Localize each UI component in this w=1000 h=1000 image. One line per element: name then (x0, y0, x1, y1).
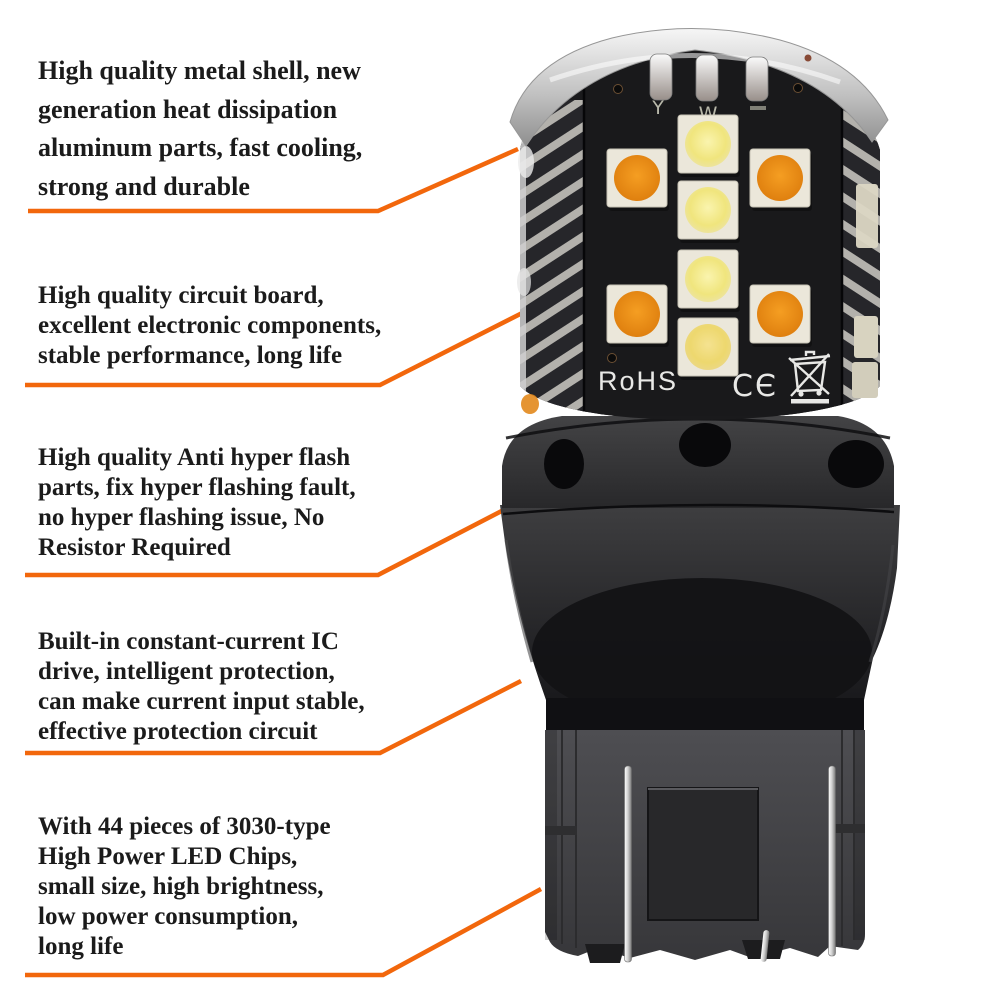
solder-pads (649, 53, 769, 102)
white-led-emitter (685, 187, 731, 233)
solder-pad (745, 56, 769, 102)
side-led-glint (517, 268, 531, 296)
callout-line-metal-shell (28, 146, 519, 214)
white-led-emitter (685, 256, 731, 302)
base-contact-pins (624, 765, 836, 963)
metal-shell-dome (509, 28, 889, 147)
solder-pad (695, 54, 719, 102)
callout-line-ic-drive (25, 678, 523, 756)
feature-line: generation heat dissipation (38, 94, 338, 124)
feature-line: aluminum parts, fast cooling, (38, 133, 363, 162)
contact-pin-stub (760, 930, 770, 962)
feature-text-led-chips: With 44 pieces of 3030-type High Power L… (38, 812, 331, 962)
pcb-screw-holes (607, 83, 803, 363)
collar-vent-hole (544, 439, 584, 489)
feature-line: High quality metal shell, new (38, 56, 361, 85)
feature-line: Resistor Required (38, 534, 231, 561)
feature-text-ic-drive: Built-in constant-current IC drive, inte… (38, 627, 365, 747)
pcb-label-yellow: Y (651, 97, 664, 119)
feature-line: Built-in constant-current IC (38, 628, 339, 655)
white-led-emitter (685, 324, 731, 370)
rohs-marking: RoHS (598, 366, 678, 396)
feature-line: strong and durable (38, 171, 250, 201)
feature-line: small size, high brightness, (38, 873, 324, 900)
feature-line: can make current input stable, (38, 688, 365, 715)
contact-pin-right (828, 765, 836, 957)
contact-pin-left (624, 765, 632, 963)
ce-marking: CЄ (732, 369, 778, 404)
amber-led-emitter (757, 155, 803, 201)
side-led-right (856, 184, 878, 248)
solder-pad (649, 53, 673, 101)
callout-line-led-chips (25, 887, 543, 978)
feature-line: excellent electronic components, (38, 312, 382, 339)
feature-line: drive, intelligent protection, (38, 658, 335, 685)
feature-line: no hyper flashing issue, No (38, 504, 325, 531)
led-bulb-photo: Y W (500, 28, 900, 963)
weee-bin-icon (788, 350, 831, 404)
wedge-base (545, 730, 865, 963)
feature-line: With 44 pieces of 3030-type (38, 813, 331, 840)
collar-vent-hole (679, 423, 731, 467)
base-center-panel (647, 787, 759, 921)
amber-led-emitter (757, 291, 803, 337)
feature-text-circuit-board: High quality circuit board, excellent el… (38, 281, 381, 371)
base-neck (546, 698, 864, 732)
driver-housing-skirt (500, 505, 900, 712)
side-led-right (854, 316, 878, 358)
feature-line: High Power LED Chips, (38, 843, 298, 870)
callout-line-anti-flash (25, 500, 521, 578)
feature-text-metal-shell: High quality metal shell, new generation… (38, 52, 362, 206)
amber-led-emitter (614, 155, 660, 201)
feature-line: long life (38, 933, 124, 960)
side-led-glint (518, 146, 534, 178)
feature-line: effective protection circuit (38, 718, 318, 745)
feature-line: High quality Anti hyper flash (38, 444, 351, 471)
feature-text-anti-flash: High quality Anti hyper flash parts, fix… (38, 443, 356, 563)
led-chips (606, 114, 812, 380)
feature-line: parts, fix hyper flashing fault, (38, 474, 356, 501)
side-led-amber-glint (521, 394, 539, 414)
feature-line: stable performance, long life (38, 342, 343, 369)
amber-led-columns (606, 148, 812, 347)
white-led-emitter (685, 121, 731, 167)
feature-line: low power consumption, (38, 903, 298, 930)
side-led-right (852, 362, 878, 398)
amber-led-emitter (614, 291, 660, 337)
collar-vent-hole (828, 440, 884, 488)
feature-line: High quality circuit board, (38, 282, 324, 309)
white-led-column (677, 114, 740, 380)
anti-flash-collar (502, 416, 895, 516)
callout-line-circuit-board (25, 303, 538, 388)
